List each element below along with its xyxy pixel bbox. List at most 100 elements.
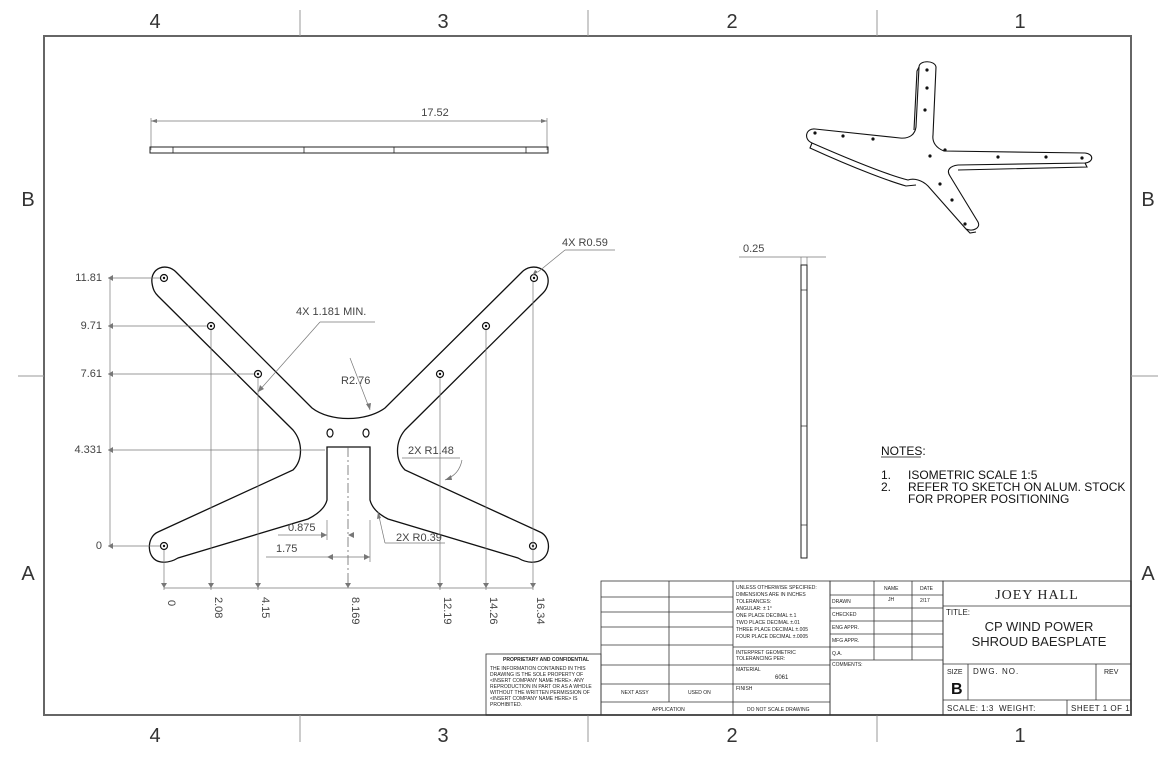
dim-v-11-81: 11.81 bbox=[75, 272, 102, 284]
horizontal-datum-arrows bbox=[161, 583, 536, 588]
eng-appr-label: ENG APPR. bbox=[832, 625, 859, 631]
title-block bbox=[485, 580, 1132, 716]
material-label: MATERIAL bbox=[736, 667, 761, 673]
hole-centers bbox=[162, 276, 536, 548]
isometric-view bbox=[806, 61, 1093, 234]
vertical-datum-lines bbox=[108, 277, 325, 547]
tolerance-line-4: ANGULAR: ± 1° bbox=[736, 606, 772, 612]
proprietary-line-3: <INSERT COMPANY NAME HERE>. ANY bbox=[490, 678, 585, 684]
note-1-num: 1. bbox=[881, 468, 891, 482]
checked-label: CHECKED bbox=[832, 612, 857, 618]
vertical-datum-arrows bbox=[108, 275, 113, 549]
company-name: JOEY HALL bbox=[995, 588, 1079, 603]
proprietary-line-2: DRAWING IS THE SOLE PROPERTY OF bbox=[490, 672, 583, 678]
zone-col-2-bottom: 2 bbox=[726, 725, 737, 747]
zone-row-a-right: A bbox=[1141, 563, 1155, 585]
weight-label: WEIGHT: bbox=[999, 704, 1036, 713]
dim-tab-half: 0.875 bbox=[288, 522, 316, 534]
zone-col-4-top: 4 bbox=[149, 11, 160, 33]
horizontal-datum-lines bbox=[163, 282, 534, 590]
tolerance-line-2: DIMENSIONS ARE IN INCHES bbox=[736, 592, 806, 598]
title-label: TITLE: bbox=[946, 608, 970, 617]
dim-v-4-331: 4.331 bbox=[74, 444, 102, 456]
dim-h-4-15: 4.15 bbox=[259, 597, 271, 618]
qa-label: Q.A. bbox=[832, 651, 842, 657]
dwg-no-label: DWG. NO. bbox=[973, 667, 1019, 676]
comments-label: COMMENTS: bbox=[832, 662, 863, 668]
dim-h-0: 0 bbox=[165, 600, 177, 606]
top-edge-view: 17.52 bbox=[149, 107, 549, 154]
dim-h-16-34: 16.34 bbox=[534, 597, 546, 625]
callout-leaders bbox=[257, 249, 615, 562]
size-label: SIZE bbox=[947, 669, 963, 676]
dim-center-radius: R2.76 bbox=[341, 375, 370, 387]
name-header: NAME bbox=[884, 586, 899, 592]
proprietary-line-7: PROHIBITED. bbox=[490, 702, 522, 708]
note-2-text: REFER TO SKETCH ON ALUM. STOCK bbox=[908, 480, 1125, 494]
scale-label: SCALE: 1:3 bbox=[947, 704, 994, 713]
plate-holes bbox=[159, 273, 539, 551]
front-view-plate bbox=[148, 266, 550, 563]
dim-h-2-08: 2.08 bbox=[212, 597, 224, 618]
dim-slot-min: 4X 1.181 MIN. bbox=[296, 306, 366, 318]
sheet-label: SHEET 1 OF 1 bbox=[1071, 704, 1130, 713]
notes-heading: NOTES: bbox=[881, 444, 926, 458]
dim-thickness: 0.25 bbox=[743, 243, 764, 255]
title-line-2: SHROUD BAESPLATE bbox=[972, 634, 1107, 649]
dim-inner-radius: 2X R0.39 bbox=[396, 532, 442, 544]
dim-side-radius: 2X R1.48 bbox=[408, 445, 454, 457]
callout-arrows bbox=[258, 270, 538, 560]
horizontal-dim-labels: 0 2.08 4.15 8.169 12.19 14.26 16.34 bbox=[165, 597, 546, 625]
dim-v-0: 0 bbox=[96, 540, 102, 552]
dim-h-12-19: 12.19 bbox=[441, 597, 453, 625]
tolerance-line-8: FOUR PLACE DECIMAL ±.0005 bbox=[736, 634, 808, 640]
proprietary-line-6: <INSERT COMPANY NAME HERE> IS bbox=[490, 696, 578, 702]
title-line-1: CP WIND POWER bbox=[985, 619, 1094, 634]
zone-col-4-bottom: 4 bbox=[149, 725, 160, 747]
isometric-holes bbox=[813, 68, 1084, 226]
zone-col-3-top: 3 bbox=[437, 11, 448, 33]
proprietary-line-1: THE INFORMATION CONTAINED IN THIS bbox=[490, 666, 586, 672]
drawn-date: 2/17 bbox=[920, 598, 930, 604]
next-assy-label: NEXT ASSY bbox=[621, 690, 649, 696]
zone-col-3-bottom: 3 bbox=[437, 725, 448, 747]
side-view: 0.25 bbox=[739, 243, 826, 559]
rev-label: REV bbox=[1104, 669, 1119, 676]
dim-tab-width: 1.75 bbox=[276, 543, 297, 555]
used-on-label: USED ON bbox=[688, 690, 711, 696]
dim-top-length: 17.52 bbox=[421, 107, 449, 119]
interpret-line-2: TOLERANCING PER: bbox=[736, 656, 785, 662]
dim-h-14-26: 14.26 bbox=[487, 597, 499, 625]
title-block-text: JOEY HALL TITLE: CP WIND POWER SHROUD BA… bbox=[490, 585, 1130, 713]
zone-row-a-left: A bbox=[21, 563, 35, 585]
zone-col-1-bottom: 1 bbox=[1014, 725, 1025, 747]
zone-col-2-top: 2 bbox=[726, 11, 737, 33]
dim-hole-radius: 4X R0.59 bbox=[562, 237, 608, 249]
tolerance-line-7: THREE PLACE DECIMAL ±.005 bbox=[736, 627, 808, 633]
notes-block: NOTES: 1. ISOMETRIC SCALE 1:5 2. REFER T… bbox=[881, 444, 1125, 506]
zone-row-b-left: B bbox=[21, 189, 34, 211]
mfg-appr-label: MFG APPR. bbox=[832, 638, 859, 644]
size-value: B bbox=[951, 681, 963, 698]
proprietary-line-5: WITHOUT THE WRITTEN PERMISSION OF bbox=[490, 690, 590, 696]
drawn-name: JH bbox=[888, 597, 895, 603]
zone-col-1-top: 1 bbox=[1014, 11, 1025, 33]
tolerance-line-3: TOLERANCES: bbox=[736, 599, 771, 605]
interpret-line-1: INTERPRET GEOMETRIC bbox=[736, 650, 796, 656]
proprietary-line-4: REPRODUCTION IN PART OR AS A WHOLE bbox=[490, 684, 592, 690]
tolerance-line-1: UNLESS OTHERWISE SPECIFIED: bbox=[736, 585, 817, 591]
dim-v-9-71: 9.71 bbox=[81, 320, 102, 332]
zone-ticks bbox=[18, 10, 1158, 742]
drawn-label: DRAWN bbox=[832, 599, 851, 605]
note-2-num: 2. bbox=[881, 480, 891, 494]
tolerance-line-6: TWO PLACE DECIMAL ±.01 bbox=[736, 620, 800, 626]
dim-v-7-61: 7.61 bbox=[81, 368, 102, 380]
note-2-continued: FOR PROPER POSITIONING bbox=[908, 492, 1069, 506]
date-header: DATE bbox=[920, 586, 934, 592]
zone-row-b-right: B bbox=[1141, 189, 1154, 211]
application-label: APPLICATION bbox=[652, 707, 685, 713]
tolerance-line-5: ONE PLACE DECIMAL ±.1 bbox=[736, 613, 797, 619]
finish-label: FINISH bbox=[736, 686, 753, 692]
material-value: 6061 bbox=[775, 675, 789, 681]
